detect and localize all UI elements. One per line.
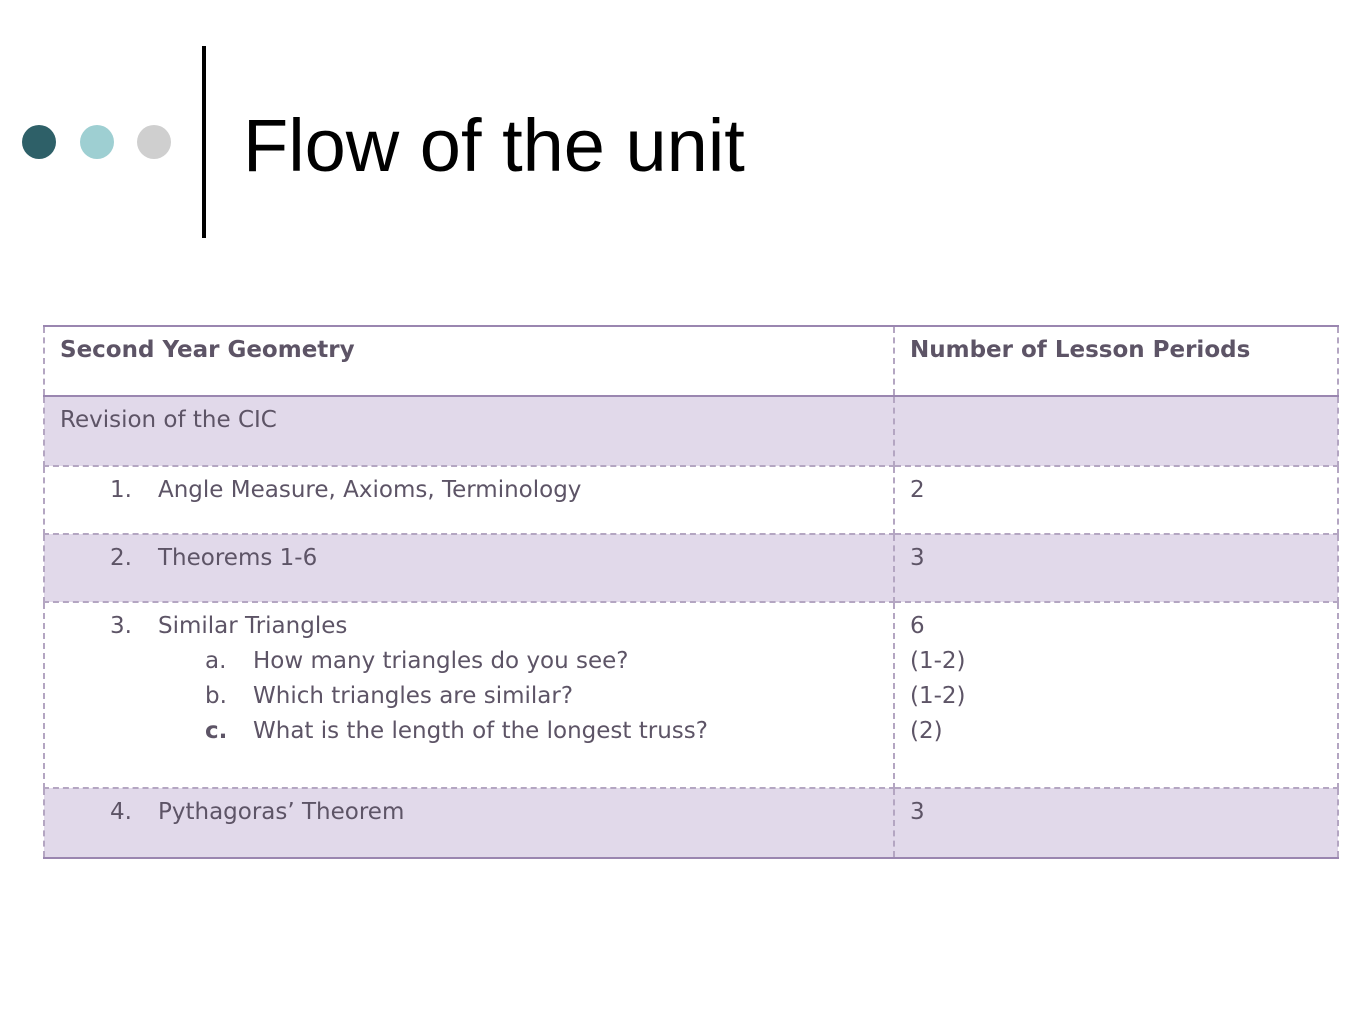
list-item: 1. Angle Measure, Axioms, Terminology <box>60 473 879 508</box>
periods-cell: 3 <box>893 787 1339 859</box>
item-label: Angle Measure, Axioms, Terminology <box>158 477 582 503</box>
item-label: Pythagoras’ Theorem <box>158 799 405 825</box>
sub-list-item: c. What is the length of the longest tru… <box>60 714 879 749</box>
list-item: 3. Similar Triangles <box>60 609 879 644</box>
sub-list-item: a. How many triangles do you see? <box>60 644 879 679</box>
subitem-letter: c. <box>205 718 228 744</box>
section-periods <box>893 395 1339 467</box>
periods-cell: 2 <box>893 465 1339 535</box>
item-periods: 6 <box>910 613 925 639</box>
subitem-letter: a. <box>205 648 227 674</box>
item-number: 3. <box>110 613 132 639</box>
lesson-table: Second Year Geometry Number of Lesson Pe… <box>43 325 1339 859</box>
subitem-label: Which triangles are similar? <box>253 683 574 709</box>
subitem-periods: (2) <box>910 718 943 744</box>
topic-cell: 3. Similar Triangles a. How many triangl… <box>43 601 895 789</box>
table-row: 3. Similar Triangles a. How many triangl… <box>43 601 1339 789</box>
subitem-periods: (1-2) <box>910 683 966 709</box>
topic-cell: 1. Angle Measure, Axioms, Terminology <box>43 465 895 535</box>
header-periods: Number of Lesson Periods <box>893 325 1339 397</box>
table-row: 1. Angle Measure, Axioms, Terminology 2 <box>43 465 1339 535</box>
title-divider <box>202 46 206 238</box>
periods-cell: 3 <box>893 533 1339 603</box>
topic-cell: 4. Pythagoras’ Theorem <box>43 787 895 859</box>
item-number: 2. <box>110 545 132 571</box>
section-label: Revision of the CIC <box>43 395 895 467</box>
table-header-row: Second Year Geometry Number of Lesson Pe… <box>43 325 1339 397</box>
list-item: 4. Pythagoras’ Theorem <box>60 795 879 830</box>
periods-cell: 6 (1-2) (1-2) (2) <box>893 601 1339 789</box>
table-row: 4. Pythagoras’ Theorem 3 <box>43 787 1339 859</box>
topic-cell: 2. Theorems 1-6 <box>43 533 895 603</box>
list-item: 2. Theorems 1-6 <box>60 541 879 576</box>
subitem-periods: (1-2) <box>910 648 966 674</box>
table-row: Revision of the CIC <box>43 395 1339 467</box>
subitem-label: What is the length of the longest truss? <box>253 718 708 744</box>
table-row: 2. Theorems 1-6 3 <box>43 533 1339 603</box>
item-label: Theorems 1-6 <box>158 545 318 571</box>
slide-title: Flow of the unit <box>243 104 745 187</box>
subitem-letter: b. <box>205 683 227 709</box>
item-number: 4. <box>110 799 132 825</box>
item-label: Similar Triangles <box>158 613 348 639</box>
item-number: 1. <box>110 477 132 503</box>
bullet-dot-gray <box>137 125 171 159</box>
sub-list-item: b. Which triangles are similar? <box>60 679 879 714</box>
subitem-label: How many triangles do you see? <box>253 648 629 674</box>
bullet-dot-dark <box>22 125 56 159</box>
header-topic: Second Year Geometry <box>43 325 895 397</box>
bullet-dot-light <box>80 125 114 159</box>
